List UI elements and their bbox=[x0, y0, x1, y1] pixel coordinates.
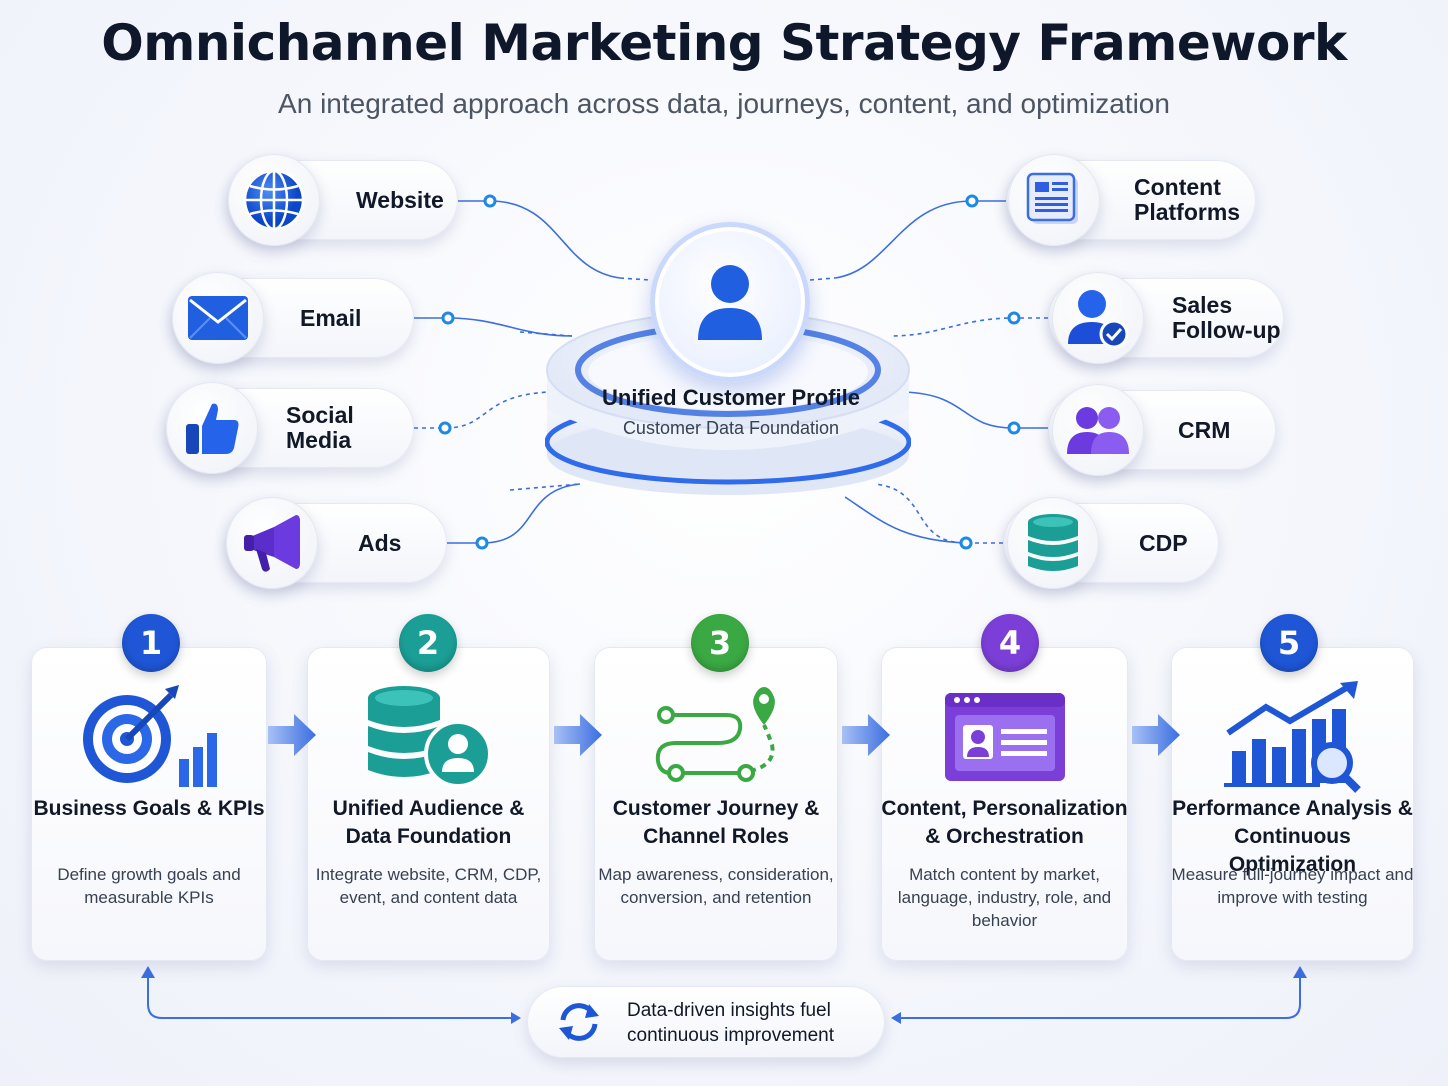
feedback-loop: Data-driven insights fuel continuous imp… bbox=[527, 986, 885, 1058]
step-title: Content, Personalization & Orchestration bbox=[881, 797, 1128, 848]
connector-crm bbox=[904, 391, 1048, 429]
step-title: Customer Journey & Channel Roles bbox=[612, 797, 820, 848]
channel-label: Email bbox=[300, 304, 362, 331]
arrow-right-icon bbox=[842, 714, 890, 756]
hub-subtitle: Customer Data Foundation bbox=[622, 418, 840, 438]
connector-social bbox=[414, 391, 551, 429]
feedback-loop-text: Data-driven insights fuel continuous imp… bbox=[627, 1000, 834, 1046]
connector-cdp bbox=[874, 483, 1003, 544]
channel-label: Social Media bbox=[286, 402, 354, 453]
connector-ads bbox=[447, 483, 581, 544]
step-description: Measure full-journey impact and improve … bbox=[1171, 865, 1414, 907]
channel-label: Sales Follow-up bbox=[1172, 292, 1281, 343]
channel-label: Content Platforms bbox=[1134, 174, 1241, 225]
step-badge-4: 4 bbox=[981, 614, 1039, 672]
hub-title: Unified Customer Profile bbox=[602, 385, 860, 410]
channel-label: CRM bbox=[1178, 416, 1231, 443]
page-subtitle: An integrated approach across data, jour… bbox=[278, 88, 1170, 119]
step-card-4[interactable]: Content, Personalization & Orchestration… bbox=[881, 647, 1128, 961]
channel-crm[interactable]: CRM bbox=[1048, 384, 1276, 476]
step-description: Define growth goals and measurable KPIs bbox=[57, 865, 241, 907]
channel-email[interactable]: Email bbox=[172, 272, 414, 364]
channel-label: Website bbox=[356, 186, 444, 213]
page-title: Omnichannel Marketing Strategy Framework bbox=[101, 14, 1347, 72]
channel-website[interactable]: Website bbox=[228, 154, 458, 246]
connector-content bbox=[834, 200, 1006, 279]
step-badge-5: 5 bbox=[1260, 614, 1318, 672]
step-title: Business Goals & KPIs bbox=[33, 797, 265, 820]
step-description: Match content by market, language, indus… bbox=[897, 865, 1112, 930]
channel-sales-follow-up[interactable]: Sales Follow-up bbox=[1048, 272, 1284, 364]
user-icon bbox=[650, 222, 810, 382]
connector-website bbox=[458, 200, 621, 279]
step-description: Map awareness, consideration, conversion… bbox=[598, 865, 834, 907]
step-title: Performance Analysis & Continuous Optimi… bbox=[1172, 797, 1413, 876]
step-badge-3: 3 bbox=[691, 614, 749, 672]
step-card-3[interactable]: Customer Journey & Channel Roles Map awa… bbox=[594, 647, 838, 961]
arrow-right-icon bbox=[268, 714, 316, 756]
database-user-icon bbox=[307, 677, 550, 797]
megaphone-icon bbox=[226, 497, 318, 589]
document-icon bbox=[1008, 154, 1100, 246]
channel-cdp[interactable]: CDP bbox=[1003, 497, 1219, 589]
step-description: Integrate website, CRM, CDP, event, and … bbox=[315, 865, 542, 907]
step-badge-1: 1 bbox=[122, 614, 180, 672]
channel-social-media[interactable]: Social Media bbox=[166, 382, 414, 474]
step-card-5[interactable]: Performance Analysis & Continuous Optimi… bbox=[1171, 647, 1414, 961]
users-icon bbox=[1052, 384, 1144, 476]
arrow-right-icon bbox=[1132, 714, 1180, 756]
envelope-icon bbox=[172, 272, 264, 364]
connector-sales bbox=[889, 317, 1048, 337]
step-card-1[interactable]: Business Goals & KPIs Define growth goal… bbox=[31, 647, 267, 961]
channel-content-platforms[interactable]: Content Platforms bbox=[1006, 154, 1256, 246]
step-title: Unified Audience & Data Foundation bbox=[332, 797, 525, 848]
channel-ads[interactable]: Ads bbox=[226, 497, 447, 589]
refresh-cycle-icon bbox=[555, 1000, 603, 1049]
arrow-right-icon bbox=[554, 714, 602, 756]
globe-icon bbox=[228, 154, 320, 246]
journey-path-icon bbox=[594, 677, 838, 797]
user-check-icon bbox=[1052, 272, 1144, 364]
step-card-2[interactable]: Unified Audience & Data Foundation Integ… bbox=[307, 647, 550, 961]
growth-chart-icon bbox=[1171, 677, 1414, 797]
channel-label: CDP bbox=[1139, 529, 1188, 556]
step-badge-2: 2 bbox=[399, 614, 457, 672]
target-chart-icon bbox=[31, 677, 267, 797]
profile-card-icon bbox=[881, 677, 1128, 797]
channel-label: Ads bbox=[358, 529, 402, 556]
thumbs-up-icon bbox=[166, 382, 258, 474]
database-icon bbox=[1007, 497, 1099, 589]
